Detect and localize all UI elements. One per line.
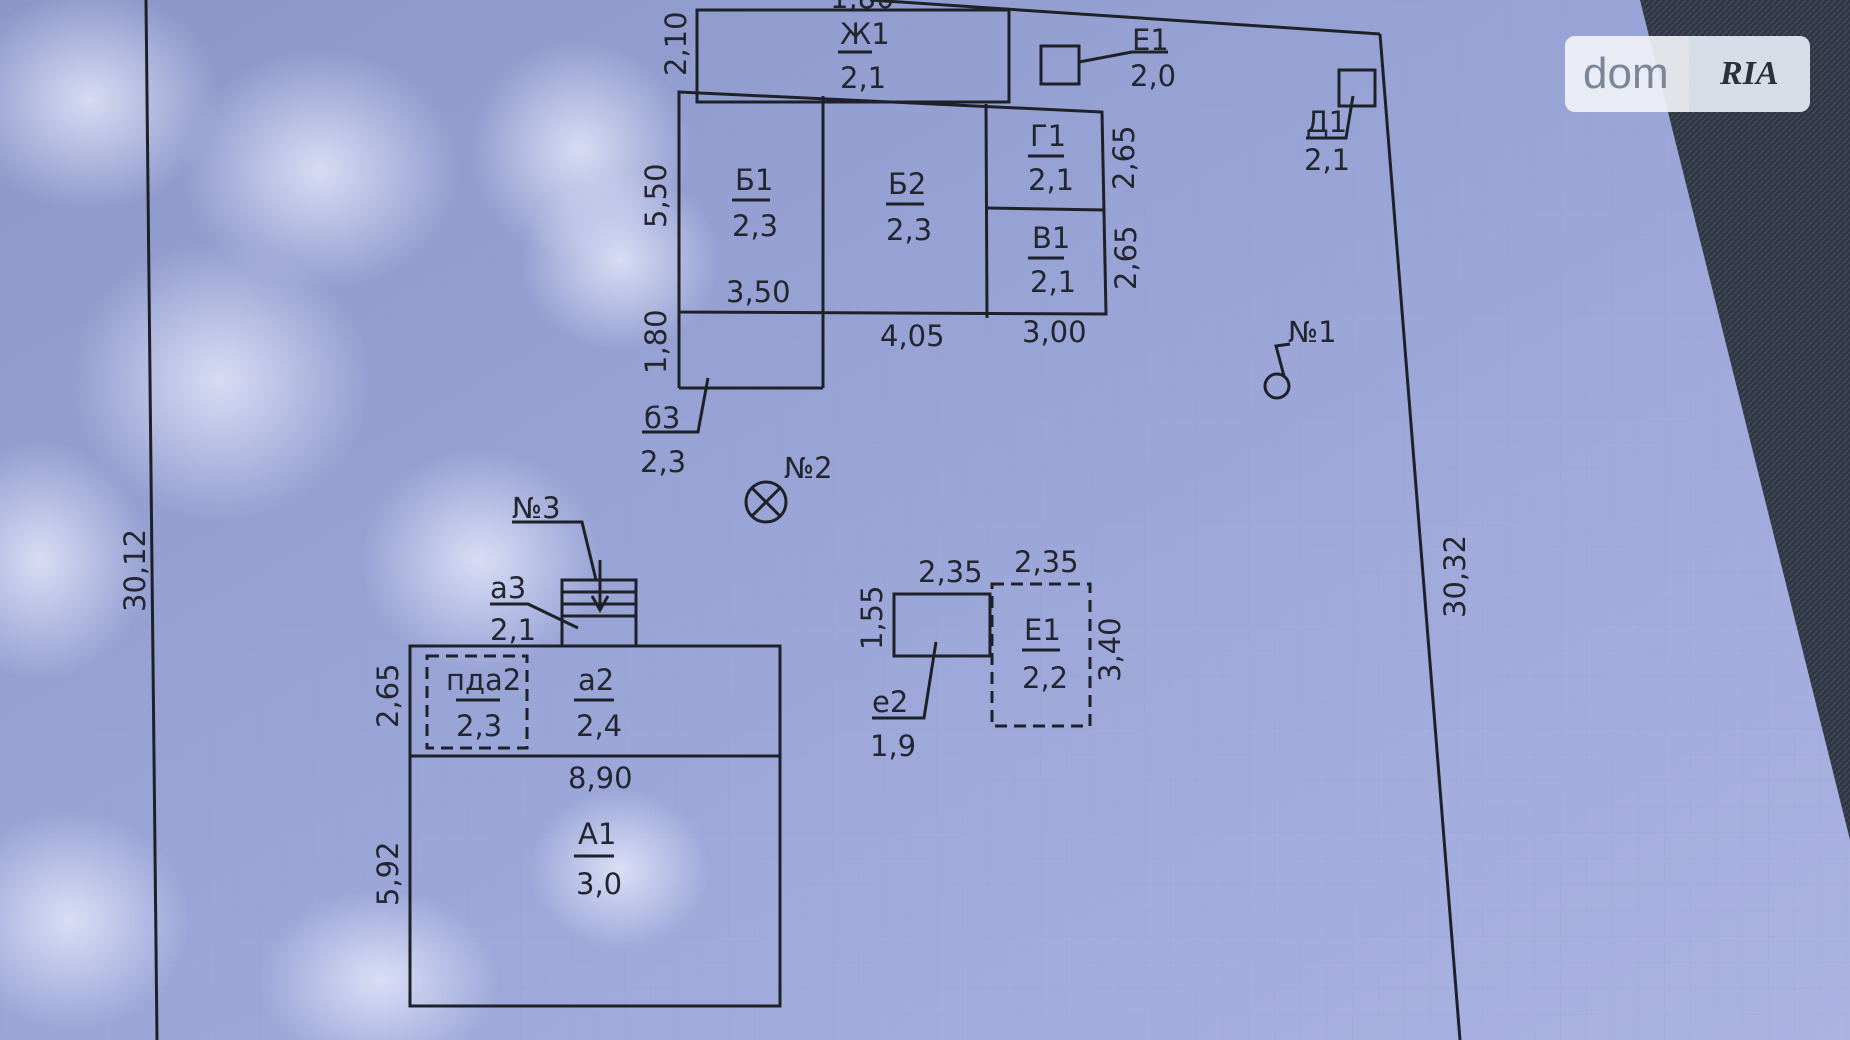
room-e1-top-height: 2,0 [1130,59,1176,93]
room-d1-height: 2,1 [1304,143,1350,177]
well-n1-icon [1263,372,1291,400]
room-g1-id: Г1 [1030,119,1066,153]
room-e2-height: 1,9 [870,729,916,763]
room-a2-height: 2,4 [576,709,622,743]
room-a2-id: а2 [578,663,614,697]
room-zh1 [695,8,1011,104]
dim-v1-h: 2,65 [1109,225,1143,290]
dim-a1-w: 8,90 [568,761,633,795]
border-right-line [1378,33,1462,1040]
border-top-line [869,0,1381,36]
border-right-label: 30,32 [1438,535,1472,618]
watermark: dom RIA [1565,36,1810,112]
light-spots [0,0,720,1040]
room-e1-top-id: Е1 [1132,23,1169,57]
room-b1-height: 2,3 [732,209,778,243]
dim-b2-w: 4,05 [880,319,945,353]
block-b [677,90,1108,316]
dim-e1-w: 2,35 [1014,545,1079,579]
marker-n1: №1 [1288,315,1337,349]
dim-v1-w: 3,00 [1022,315,1087,349]
structure-e2 [892,592,992,658]
room-b2-id: Б2 [888,167,926,201]
dim-b1-w: 3,50 [726,275,791,309]
dim-a2-h: 2,65 [371,663,405,728]
structure-d1 [1337,68,1377,108]
room-pda2 [425,654,529,750]
room-v1-id: В1 [1032,221,1070,255]
room-zh1-id: Ж1 [840,17,890,51]
marker-n3: №3 [512,491,561,525]
room-e1-bottom-id: Е1 [1024,613,1061,647]
dim-e2-h: 1,55 [855,585,889,650]
room-pda2-id: пда2 [446,663,521,697]
structure-e1-bottom [990,582,1092,728]
room-d1-id: Д1 [1306,105,1347,139]
room-pda2-height: 2,3 [456,709,502,743]
room-b3-height: 2,3 [640,445,686,479]
dim-b3-h: 1,80 [639,309,673,374]
room-a3-height: 2,1 [490,613,536,647]
top-cut-label: 1,80 [830,0,895,15]
room-b1-id: Б1 [735,163,773,197]
room-b2-height: 2,3 [886,213,932,247]
room-b3-id: б3 [644,401,680,435]
dim-e1-h: 3,40 [1093,617,1127,682]
watermark-dom: dom [1565,36,1689,112]
dim-g1-h: 2,65 [1107,125,1141,190]
room-e1-bottom-height: 2,2 [1022,661,1068,695]
symbol-n2-icon [744,480,788,524]
watermark-ria: RIA [1688,36,1810,112]
room-zh1-height: 2,1 [840,61,886,95]
dim-e2-w: 2,35 [918,555,983,589]
room-g1-height: 2,1 [1028,163,1074,197]
room-e2-id: е2 [872,685,908,719]
room-a3-id: а3 [490,571,526,605]
dim-a1-h: 5,92 [371,841,405,906]
dim-zh1-h: 2,10 [659,11,693,76]
structure-e1-top [1039,44,1081,86]
marker-n2: №2 [784,451,833,485]
room-a1-id: А1 [578,817,616,851]
room-a1-height: 3,0 [576,867,622,901]
border-left-line [144,0,159,1040]
border-left-label: 30,12 [118,529,152,612]
room-v1-height: 2,1 [1030,265,1076,299]
dim-b1-h: 5,50 [639,163,673,228]
